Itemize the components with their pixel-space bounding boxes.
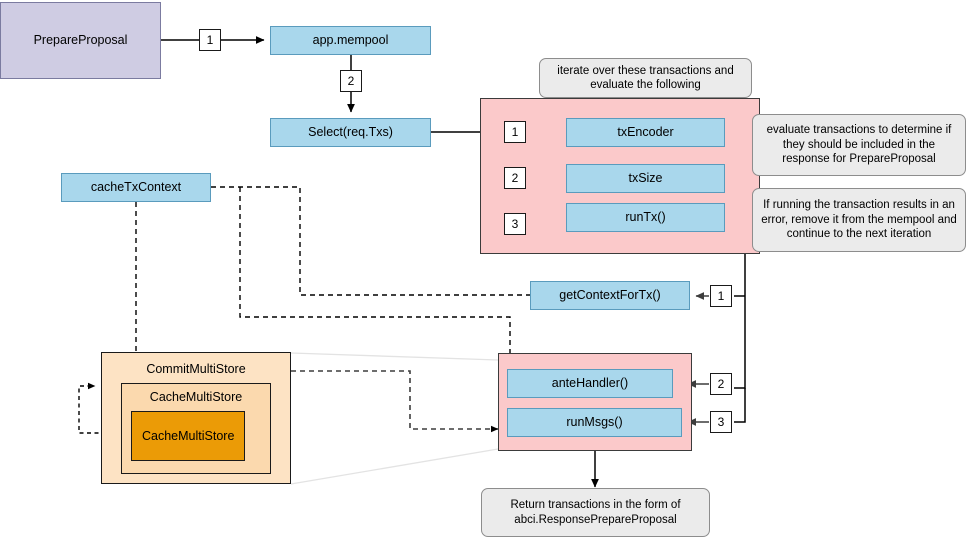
node-ante-handler[interactable]: anteHandler() bbox=[507, 369, 673, 398]
node-run-msgs[interactable]: runMsgs() bbox=[507, 408, 682, 437]
node-prepare-proposal[interactable]: PrepareProposal bbox=[0, 2, 161, 79]
badge-step-2-select: 2 bbox=[340, 70, 362, 92]
node-app-mempool[interactable]: app.mempool bbox=[270, 26, 431, 55]
node-cache-multi-store-inner[interactable]: CacheMultiStore bbox=[131, 411, 245, 461]
node-label: CommitMultiStore bbox=[146, 362, 246, 376]
badge-label: 2 bbox=[717, 377, 725, 391]
node-cache-tx-context[interactable]: cacheTxContext bbox=[61, 173, 211, 202]
badge-label: 2 bbox=[347, 74, 355, 88]
note-text: iterate over these transactions and eval… bbox=[557, 64, 734, 91]
note-text: If running the transaction results in an… bbox=[761, 199, 957, 241]
node-get-context-for-tx[interactable]: getContextForTx() bbox=[530, 281, 690, 310]
note-iterate: iterate over these transactions and eval… bbox=[539, 58, 752, 98]
badge-step-1-mempool: 1 bbox=[199, 29, 221, 51]
badge-label: 1 bbox=[717, 289, 725, 303]
edge-branch-to-antehandler bbox=[239, 187, 514, 373]
badge-step-1-getcontext: 1 bbox=[710, 285, 732, 307]
node-run-tx[interactable]: runTx() bbox=[566, 203, 725, 232]
badge-step-2-antehandler: 2 bbox=[710, 373, 732, 395]
node-label: runTx() bbox=[625, 210, 666, 225]
badge-label: 1 bbox=[511, 125, 519, 139]
node-label: app.mempool bbox=[312, 33, 389, 48]
node-select-req-txs[interactable]: Select(req.Txs) bbox=[270, 118, 431, 147]
note-return-response: Return transactions in the form of abci.… bbox=[481, 488, 710, 537]
node-label: anteHandler() bbox=[551, 376, 629, 391]
node-label: txSize bbox=[628, 171, 663, 186]
badge-step-3-runmsgs: 3 bbox=[710, 411, 732, 433]
badge-label: 1 bbox=[206, 33, 214, 47]
badge-step-2-txsize: 2 bbox=[504, 167, 526, 189]
node-label: cacheTxContext bbox=[90, 180, 182, 195]
node-label: txEncoder bbox=[617, 125, 674, 140]
badge-step-1-txencoder: 1 bbox=[504, 121, 526, 143]
badge-label: 3 bbox=[511, 217, 519, 231]
note-text: evaluate transactions to determine if th… bbox=[766, 124, 952, 166]
node-label: PrepareProposal bbox=[33, 33, 128, 48]
perspective-lines bbox=[290, 352, 499, 485]
note-evaluate: evaluate transactions to determine if th… bbox=[752, 114, 966, 176]
badge-step-3-runtx: 3 bbox=[504, 213, 526, 235]
node-label: Select(req.Txs) bbox=[308, 125, 393, 140]
node-tx-size[interactable]: txSize bbox=[566, 164, 725, 193]
badge-label: 3 bbox=[717, 415, 725, 429]
edge-commitmultistore-to-runmsgs bbox=[291, 370, 499, 433]
note-error-handling: If running the transaction results in an… bbox=[752, 188, 966, 252]
node-label: getContextForTx() bbox=[559, 288, 661, 303]
node-label: CacheMultiStore bbox=[149, 390, 243, 404]
node-label: runMsgs() bbox=[566, 415, 623, 430]
badge-label: 2 bbox=[511, 171, 519, 185]
note-text: Return transactions in the form of abci.… bbox=[510, 499, 681, 526]
node-tx-encoder[interactable]: txEncoder bbox=[566, 118, 725, 147]
node-label: CacheMultiStore bbox=[142, 428, 235, 443]
